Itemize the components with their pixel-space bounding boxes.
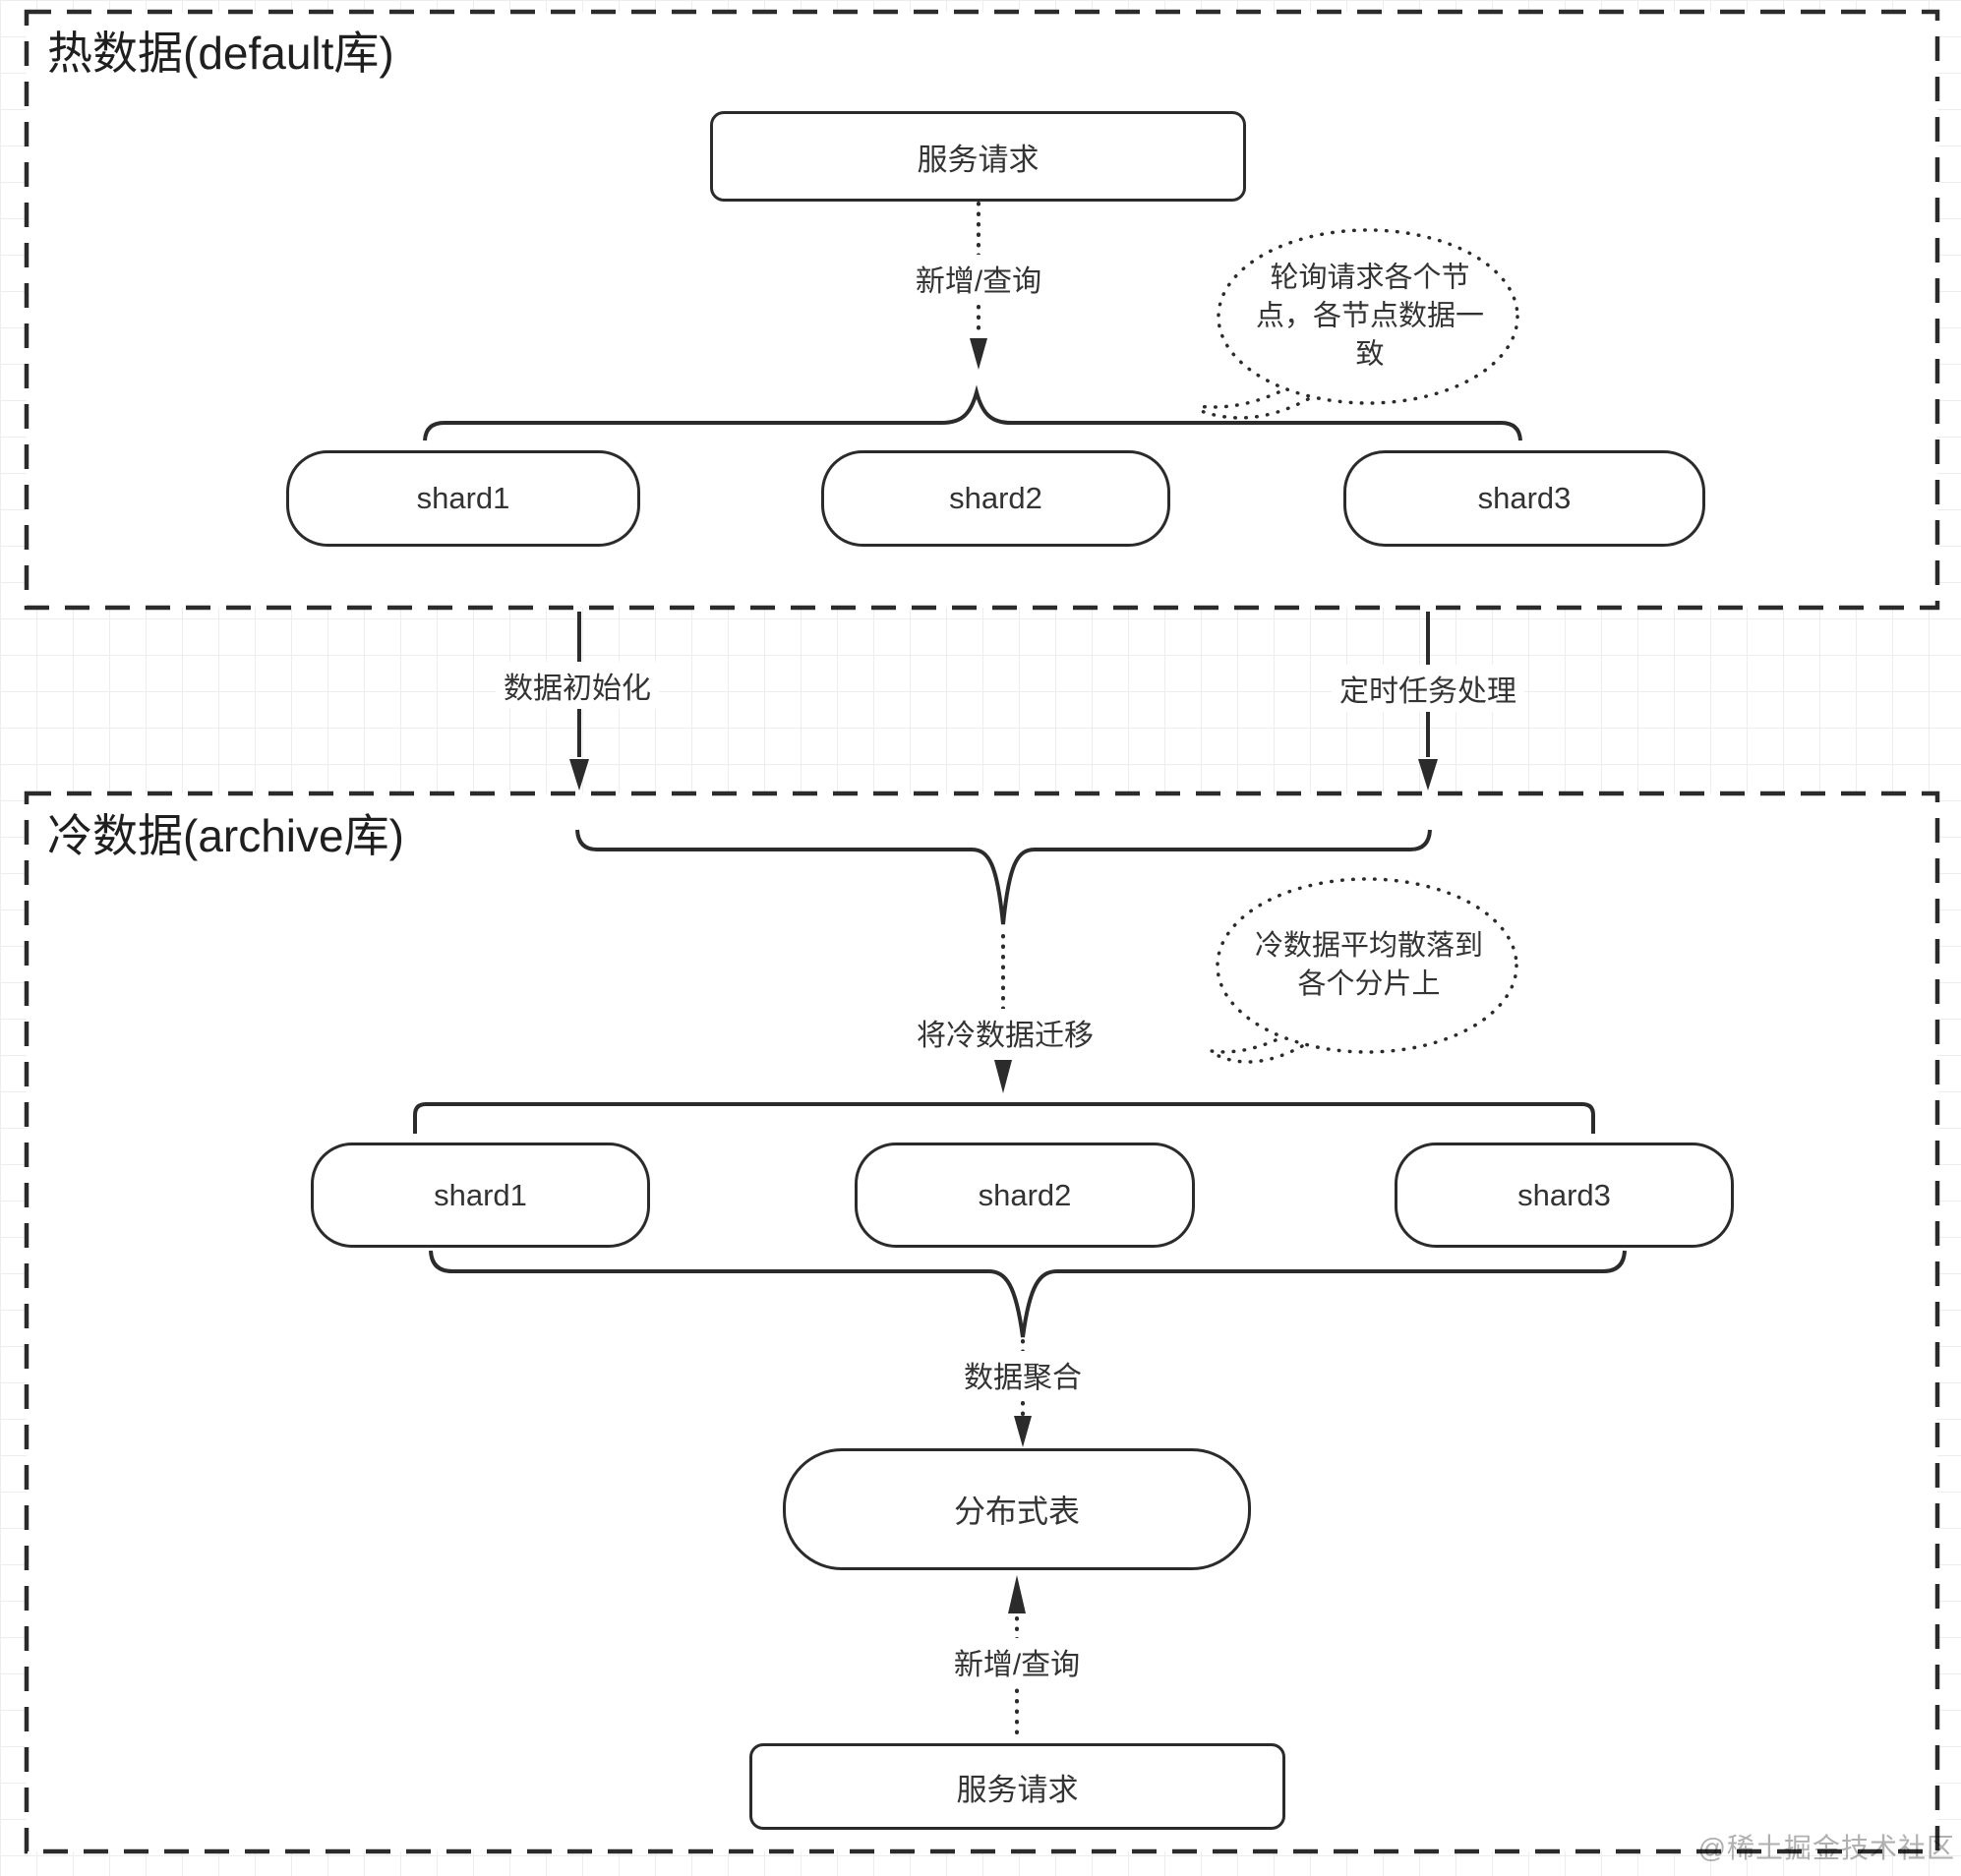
cold-callout-bubble [1216,877,1518,1054]
hot-add-query-label: 新增/查询 [907,255,1050,302]
hot-callout-line2: 点，各节点数据一 [1255,300,1485,332]
edge-migrate-arrowhead [994,1060,1012,1093]
cold-shard2-node: shard2 [855,1143,1195,1248]
cold-shard3-node: shard3 [1395,1143,1734,1248]
edge-init-arrowhead [569,759,589,791]
hot-service-request-node: 服务请求 [710,111,1246,202]
hot-callout-line3: 致 [1355,338,1385,371]
cold-add-query-label: 新增/查询 [945,1638,1089,1685]
cold-shard1-node: shard1 [311,1143,650,1248]
aggregate-label: 数据聚合 [956,1351,1090,1398]
cold-container-title: 冷数据(archive库) [47,810,404,861]
migrate-label: 将冷数据迁移 [909,1009,1101,1056]
cold-callout-line1: 冷数据平均散落到 [1254,930,1484,962]
edge-add-query-top-arrowhead [970,338,987,370]
hot-brace [423,384,1522,441]
edge-scheduled-arrowhead [1418,759,1438,791]
distributed-table-node: 分布式表 [783,1448,1251,1570]
hot-shard2-node: shard2 [821,450,1170,547]
cold-container-border [24,791,1940,1854]
hot-callout-line1: 轮询请求各个节 [1270,262,1470,294]
init-label: 数据初始化 [496,662,659,709]
hot-callout-bubble [1217,228,1519,405]
cold-bottom-brace [429,1250,1627,1338]
edge-add-query-bottom-arrowhead [1008,1575,1026,1613]
hot-container-title: 热数据(default库) [47,28,394,79]
cold-callout-text: 冷数据平均散落到 各个分片上 [1255,927,1483,1004]
scheduled-label: 定时任务处理 [1332,665,1524,712]
cold-callout-line2: 各个分片上 [1297,968,1441,1000]
cold-service-request-node: 服务请求 [749,1743,1285,1830]
hot-callout-tail [1194,390,1280,409]
edge-aggregate-arrowhead [1014,1416,1032,1447]
hot-shard1-node: shard1 [286,450,640,547]
cold-shards-bracket [413,1102,1595,1134]
hot-callout-text: 轮询请求各个节 点，各节点数据一 致 [1256,260,1484,375]
cold-callout-tail2 [1211,1044,1304,1064]
watermark: @稀土掘金技术社区 [1697,1833,1955,1863]
hot-shard3-node: shard3 [1343,450,1705,547]
cold-top-brace [575,829,1432,925]
